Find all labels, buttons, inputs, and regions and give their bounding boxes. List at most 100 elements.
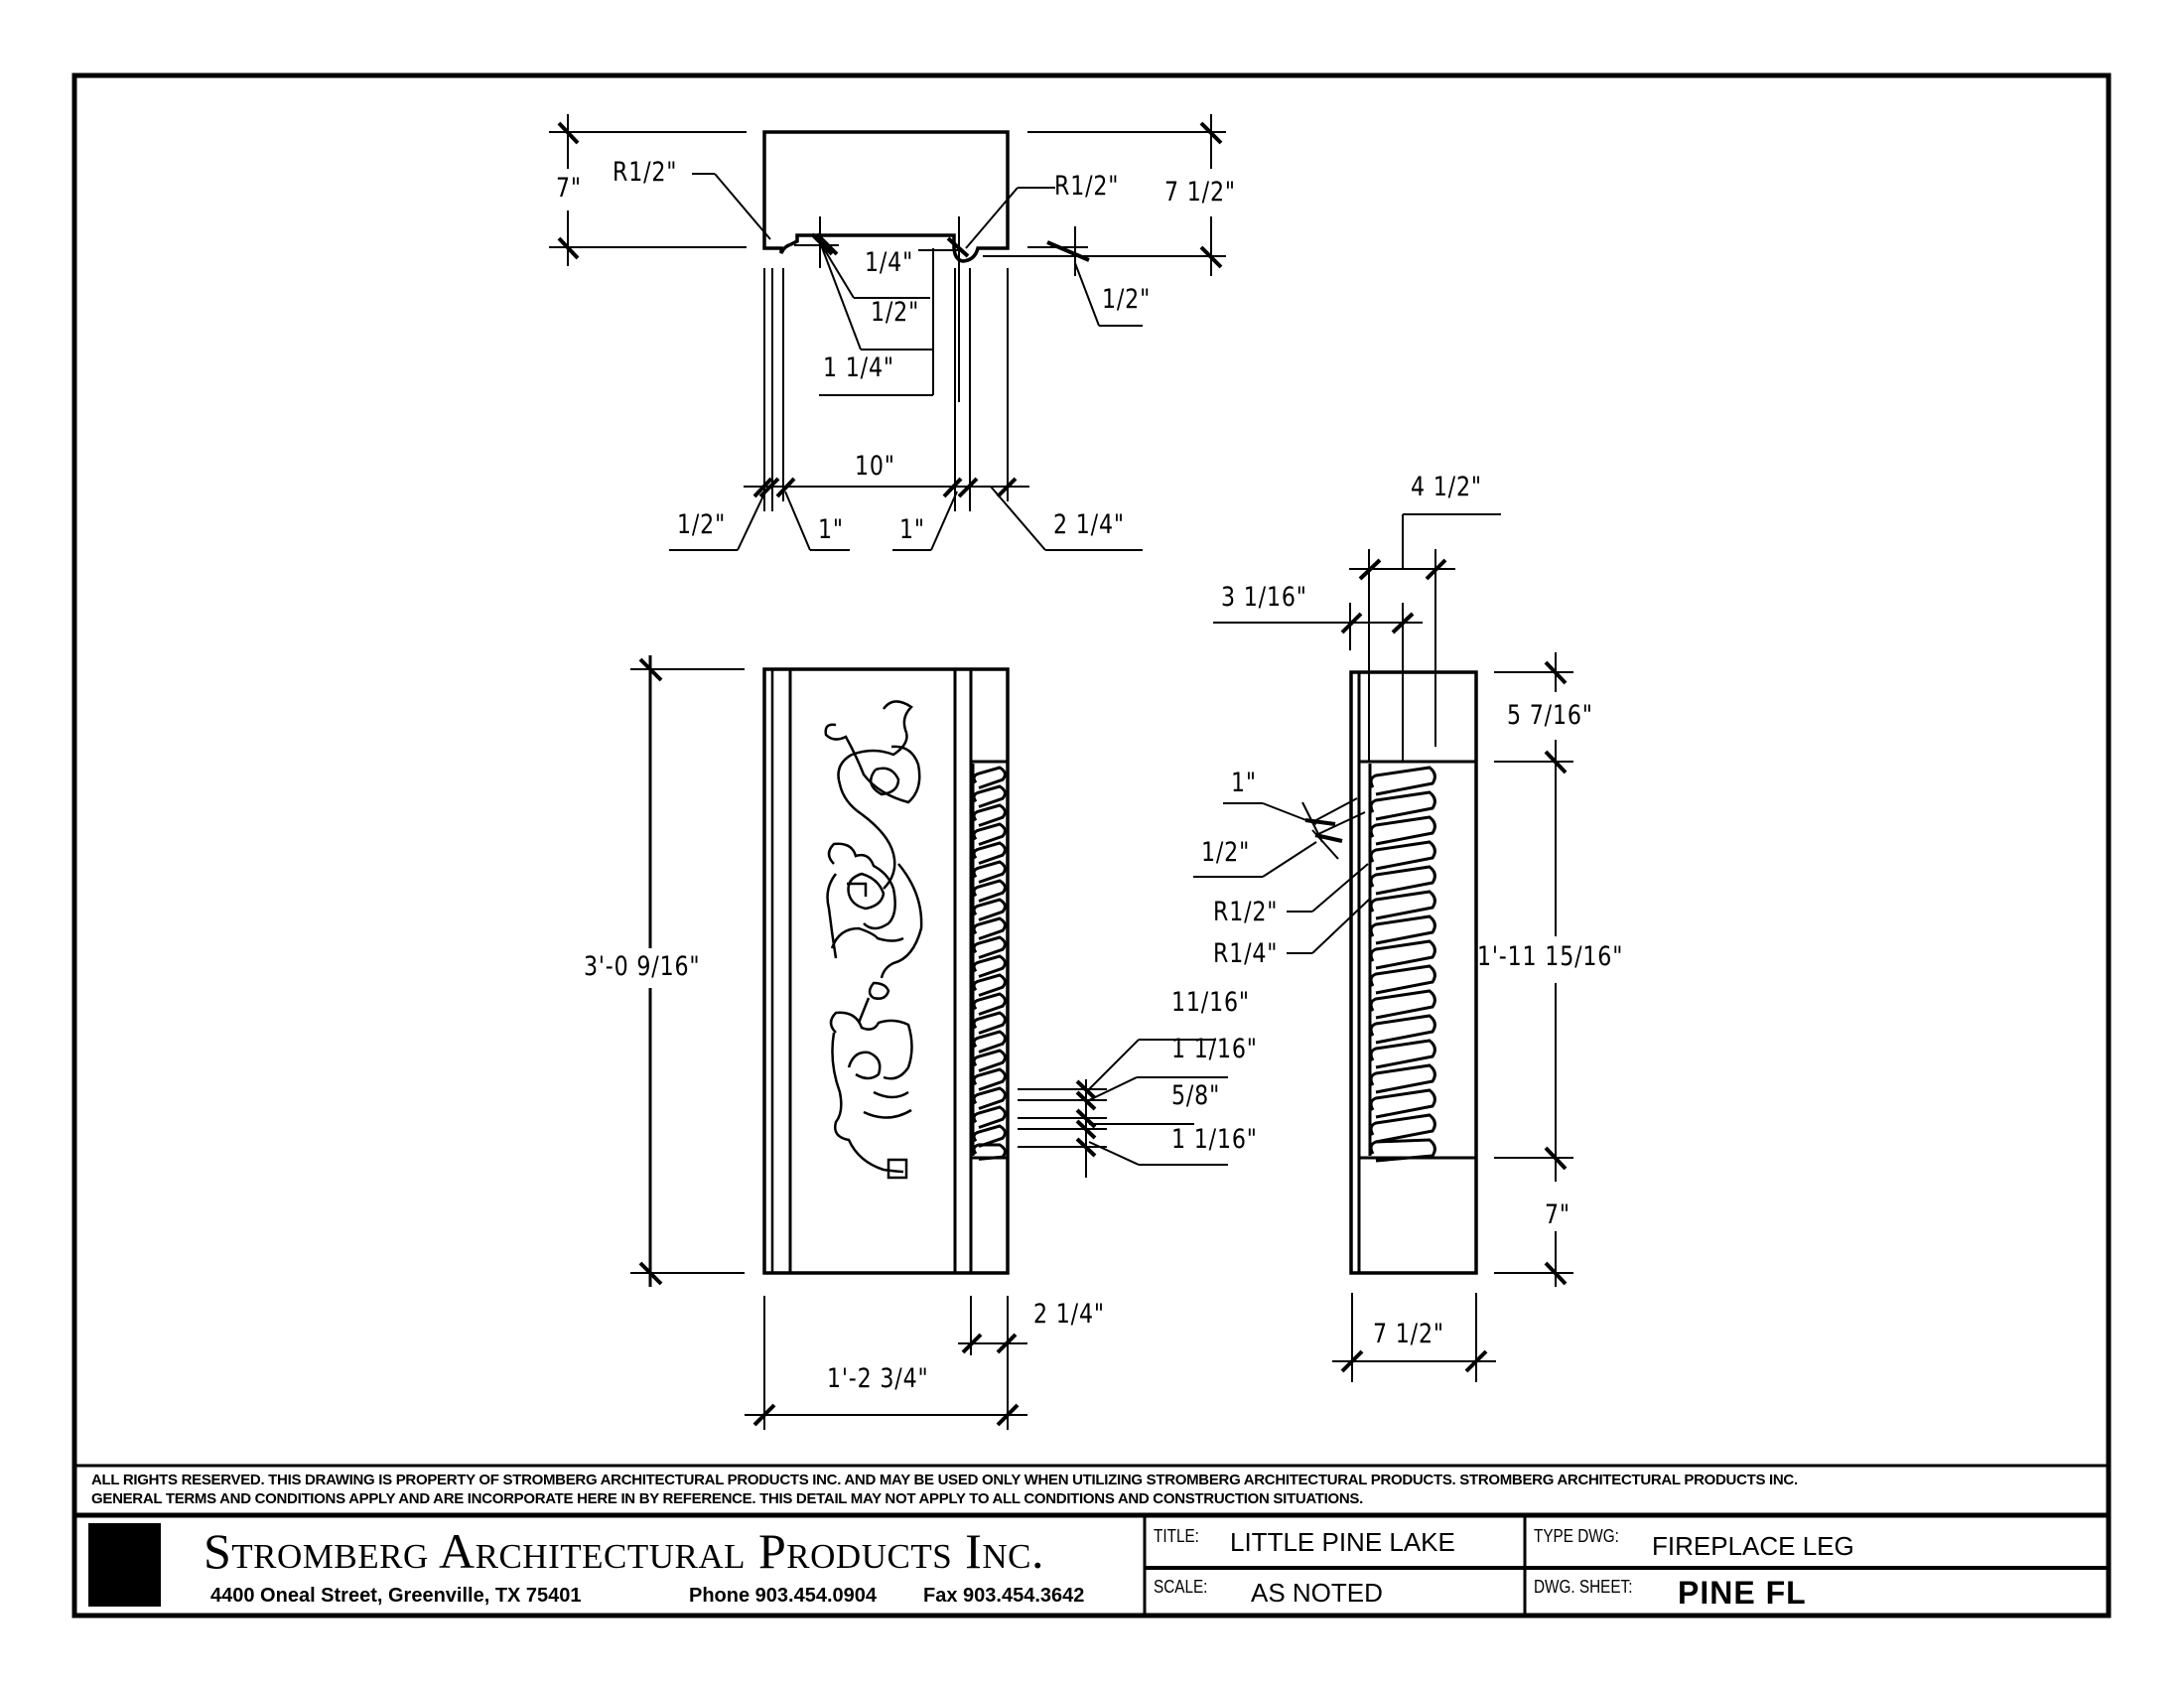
rope-strand xyxy=(972,935,1007,959)
rope-strand xyxy=(972,766,1007,789)
dim-side-right xyxy=(1494,652,1573,1287)
side-dim-radius-quarter: R1/4" xyxy=(1213,938,1279,969)
front-dim-rope-a: 11/16" xyxy=(1171,987,1250,1018)
rope-strand xyxy=(972,879,1007,903)
rope-strand xyxy=(1369,964,1436,995)
dwg-sheet-value: PINE FL xyxy=(1678,1575,1807,1611)
front-dim-width: 1'-2 3/4" xyxy=(827,1363,929,1394)
plan-view xyxy=(549,114,1226,551)
rope-strand xyxy=(972,1049,1007,1072)
plan-dim-right-offset: 1/2" xyxy=(1102,284,1152,315)
sheet-border xyxy=(71,72,2112,1618)
rope-strand xyxy=(1369,1138,1436,1163)
front-dim-rope-inset: 2 1/4" xyxy=(1033,1299,1105,1330)
plan-dim-7-half-right: 7 1/2" xyxy=(1164,177,1236,208)
plan-outline xyxy=(762,130,1010,263)
plan-dim-bottom-half: 1/2" xyxy=(677,509,727,540)
dim-side-top xyxy=(1213,513,1501,762)
rope-strand xyxy=(972,841,1007,865)
rope-strand xyxy=(972,1105,1007,1129)
side-dim-top-block: 5 7/16" xyxy=(1507,700,1593,731)
side-dim-top-offset: 3 1/16" xyxy=(1221,582,1307,613)
rope-strand xyxy=(1369,939,1436,970)
plan-dim-quarter: 1/4" xyxy=(865,247,914,278)
disclaimer-line-2: GENERAL TERMS AND CONDITIONS APPLY AND A… xyxy=(91,1490,1363,1507)
title-label: TITLE: xyxy=(1154,1526,1199,1546)
rope-strand xyxy=(972,916,1007,940)
rope-strand xyxy=(1369,1113,1436,1144)
plan-dim-bottom-one-left: 1" xyxy=(818,514,844,545)
title-block xyxy=(74,1464,2109,1616)
plan-dim-half: 1/2" xyxy=(871,297,920,328)
rope-strand xyxy=(1369,890,1436,920)
rope-strand xyxy=(1369,989,1436,1020)
rope-strand xyxy=(1369,1088,1436,1119)
plan-dim-two-quarter: 2 1/4" xyxy=(1053,509,1125,540)
plan-dim-10: 10" xyxy=(855,451,895,482)
front-dim-rope-b: 1 1/16" xyxy=(1171,1034,1258,1064)
rope-strand xyxy=(1369,865,1436,896)
front-dim-rope-c: 5/8" xyxy=(1171,1080,1221,1111)
rope-strand xyxy=(1369,766,1436,796)
front-dim-rope-d: 1 1/16" xyxy=(1171,1124,1258,1155)
company-address: 4400 Oneal Street, Greenville, TX 75401 xyxy=(210,1585,582,1607)
rope-strand xyxy=(972,954,1007,978)
plan-dim-bottom-one-right: 1" xyxy=(899,514,925,545)
rope-strand xyxy=(972,973,1007,997)
dim-side-width xyxy=(1332,1293,1496,1382)
rope-strand xyxy=(972,860,1007,884)
rope-strand xyxy=(972,898,1007,921)
rope-strand xyxy=(1369,790,1436,821)
company-fax: Fax 903.454.3642 xyxy=(923,1585,1085,1607)
company-logo xyxy=(88,1523,161,1607)
rope-strand xyxy=(1369,914,1436,945)
side-view xyxy=(1193,513,1573,1382)
scale-label: SCALE: xyxy=(1154,1577,1208,1597)
rope-strand xyxy=(1369,815,1436,846)
company-name: Stromberg Architectural Products Inc. xyxy=(204,1523,1044,1579)
rope-strand xyxy=(1369,1039,1436,1069)
rope-strand xyxy=(972,1030,1007,1054)
rope-strand xyxy=(972,784,1007,808)
front-view xyxy=(630,655,1228,1430)
dim-7-half-right xyxy=(983,114,1226,276)
rope-strand xyxy=(972,1067,1007,1091)
front-outline xyxy=(762,667,1010,1275)
side-dim-bottom-block: 7" xyxy=(1545,1199,1570,1230)
company-phone: Phone 903.454.0904 xyxy=(689,1585,878,1607)
rope-strand xyxy=(1369,1014,1436,1045)
rope-strand xyxy=(1369,1063,1436,1094)
side-dim-radius-half: R1/2" xyxy=(1213,897,1279,927)
rope-strand xyxy=(972,1124,1007,1148)
front-rope-twist xyxy=(971,764,1007,1161)
side-dim-top-width: 4 1/2" xyxy=(1411,472,1482,502)
side-leaders xyxy=(1193,797,1371,954)
plan-dim-radius-right: R1/2" xyxy=(1054,171,1120,202)
rope-strand xyxy=(972,1011,1007,1035)
dim-7-left xyxy=(549,114,747,266)
rope-strand xyxy=(1369,840,1436,871)
side-dim-rope-height: 1'-11 15/16" xyxy=(1477,941,1624,972)
side-outline xyxy=(1349,670,1478,1275)
front-dim-height: 3'-0 9/16" xyxy=(584,951,701,982)
plan-dim-7-left: 7" xyxy=(556,173,582,204)
rope-strand xyxy=(972,1143,1007,1161)
rope-strand xyxy=(972,1086,1007,1110)
disclaimer-line-1: ALL RIGHTS RESERVED. THIS DRAWING IS PRO… xyxy=(91,1472,1798,1488)
side-dim-groove-one: 1" xyxy=(1231,768,1257,798)
scale-value: AS NOTED xyxy=(1251,1578,1383,1608)
dim-front-height xyxy=(630,655,745,1287)
title-value: LITTLE PINE LAKE xyxy=(1230,1527,1455,1557)
dwg-sheet-label: DWG. SHEET: xyxy=(1534,1577,1633,1597)
side-rope-twist xyxy=(1368,764,1436,1163)
type-dwg-value: FIREPLACE LEG xyxy=(1652,1531,1854,1561)
dim-front-width xyxy=(745,1296,1027,1430)
rope-strand xyxy=(972,992,1007,1016)
front-carving xyxy=(824,700,923,1180)
rope-strand xyxy=(972,822,1007,846)
plan-dim-one-quarter: 1 1/4" xyxy=(823,352,894,383)
type-dwg-label: TYPE DWG: xyxy=(1534,1526,1619,1546)
side-dim-groove-half: 1/2" xyxy=(1201,837,1251,868)
dim-rope-pitch xyxy=(1018,1039,1228,1178)
